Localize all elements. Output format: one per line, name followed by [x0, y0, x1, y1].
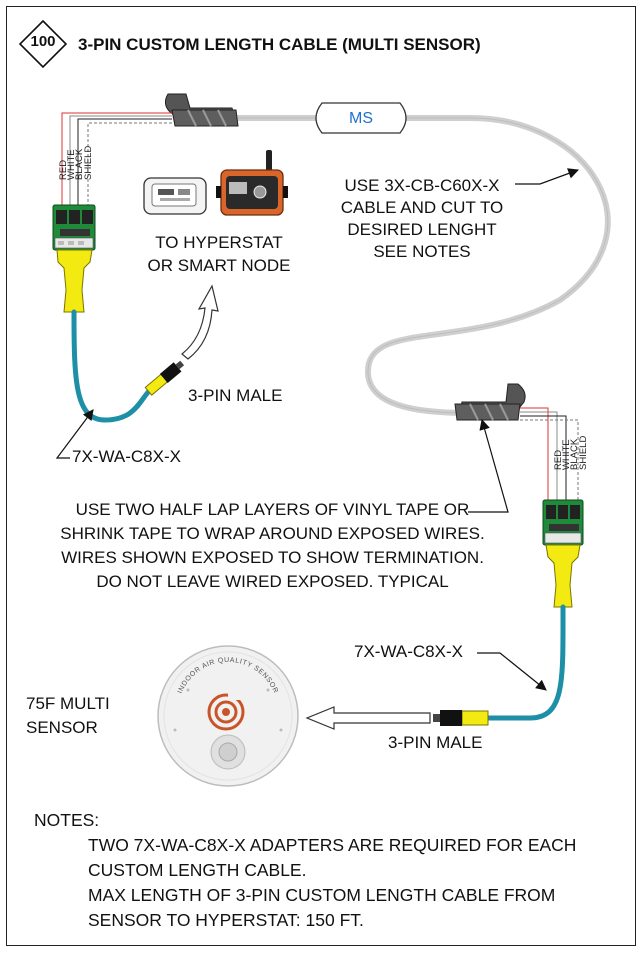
wire-label-shield: SHIELD	[83, 146, 94, 180]
sensor-label: 75F MULTI SENSOR	[26, 692, 110, 740]
wire-label-red: RED	[58, 160, 69, 180]
diagram-title: 3-PIN CUSTOM LENGTH CABLE (MULTI SENSOR)	[78, 35, 481, 54]
to-hyperstat-label: TO HYPERSTAT OR SMART NODE	[132, 231, 306, 277]
ms-label-tag	[315, 102, 407, 134]
smart-node-device	[216, 150, 288, 216]
cable-callout-line: DESIRED LENGHT	[347, 220, 497, 239]
bottom-wire-labels: RED WHITE BLACK SHIELD	[553, 436, 589, 470]
ms-label: MS	[349, 110, 373, 127]
note-line: TWO 7X-WA-C8X-X ADAPTERS ARE REQUIRED FO…	[88, 835, 577, 855]
tape-note: USE TWO HALF LAP LAYERS OF VINYL TAPE OR…	[20, 498, 525, 594]
bottom-adapter-label: 7X-WA-C8X-X	[354, 642, 463, 661]
cable-callout-line: USE 3X-CB-C60X-X	[344, 176, 500, 195]
to-hyperstat-line: OR SMART NODE	[147, 256, 291, 275]
cable-callout-line: CABLE AND CUT TO	[340, 198, 504, 217]
sensor-logo	[207, 692, 245, 731]
diagram-number: 100	[30, 33, 56, 50]
bottom-terminal-block	[542, 499, 584, 546]
top-terminal-block	[52, 204, 96, 251]
bottom-tape-wrap	[454, 383, 526, 421]
wire-label-shield: SHIELD	[578, 436, 589, 470]
notes-section: NOTES: TWO 7X-WA-C8X-X ADAPTERS ARE REQU…	[34, 808, 576, 933]
top-exposed-wires	[61, 112, 172, 205]
to-hyperstat-line: TO HYPERSTAT	[155, 233, 283, 252]
sensor-label-line: 75F MULTI	[26, 694, 110, 713]
wire-label-white: WHITE	[66, 149, 77, 180]
adapter-top-callout-arrow	[55, 409, 94, 459]
top-adapter-label: 7X-WA-C8X-X	[72, 447, 181, 466]
note-line: CUSTOM LENGTH CABLE.	[88, 860, 307, 880]
bottom-3pin-male-plug	[433, 710, 489, 726]
tape-note-line: SHRINK TAPE TO WRAP AROUND EXPOSED WIRES…	[60, 524, 485, 543]
tape-note-line: DO NOT LEAVE WIRED EXPOSED. TYPICAL	[96, 572, 449, 591]
wire-label-black: BLACK	[569, 438, 580, 470]
top-3pin-male-plug	[144, 360, 185, 396]
tape-callout-arrow	[468, 418, 509, 513]
cable-callout-arrow	[515, 168, 580, 185]
notes-heading: NOTES:	[34, 810, 100, 830]
wire-label-red: RED	[553, 450, 564, 470]
note-line: MAX LENGTH OF 3-PIN CUSTOM LENGTH CABLE …	[88, 885, 556, 905]
to-hyperstat-arrow	[181, 284, 219, 360]
custom-length-cable	[227, 115, 611, 416]
top-yellow-connector	[56, 249, 93, 313]
top-tape-wrap	[164, 93, 239, 127]
bottom-yellow-connector	[545, 544, 581, 608]
sensor-label-line: SENSOR	[26, 718, 98, 737]
hyperstat-device	[143, 177, 207, 215]
bottom-adapter-cable	[485, 604, 566, 721]
cable-callout-line: SEE NOTES	[373, 242, 471, 261]
top-wire-labels: RED WHITE BLACK SHIELD	[58, 146, 94, 180]
cable-callout-text: USE 3X-CB-C60X-X CABLE AND CUT TO DESIRE…	[332, 175, 512, 263]
wire-label-white: WHITE	[561, 439, 572, 470]
tape-note-line: WIRES SHOWN EXPOSED TO SHOW TERMINATION.	[61, 548, 484, 567]
note-line: SENSOR TO HYPERSTAT: 150 FT.	[88, 910, 364, 930]
to-sensor-arrow	[305, 706, 431, 730]
diagram-frame	[6, 6, 636, 946]
multi-sensor-device: INDOOR AIR QUALITY SENSOR	[157, 645, 299, 787]
top-3pin-male-label: 3-PIN MALE	[188, 386, 283, 405]
wire-label-black: BLACK	[74, 148, 85, 180]
bottom-exposed-wires	[520, 407, 579, 500]
bottom-3pin-male-label: 3-PIN MALE	[388, 733, 483, 752]
number-badge-diamond	[18, 19, 68, 69]
tape-note-line: USE TWO HALF LAP LAYERS OF VINYL TAPE OR	[75, 500, 470, 519]
adapter-bottom-callout-arrow	[477, 652, 547, 691]
top-adapter-cable	[71, 309, 153, 423]
